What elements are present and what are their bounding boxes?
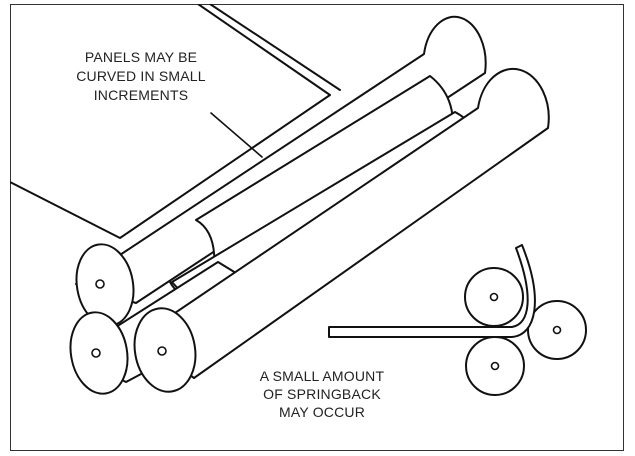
flat-panel-sheet — [10, 4, 331, 239]
panel-sheet-edge — [209, 4, 341, 91]
springback-line-3: MAY OCCUR — [279, 404, 365, 420]
panels-line-1: PANELS MAY BE — [85, 49, 197, 65]
bent-strip — [328, 244, 536, 338]
panels-line-2: CURVED IN SMALL — [76, 68, 206, 84]
springback-schematic — [328, 244, 587, 396]
panels-line-3: INCREMENTS — [94, 87, 189, 103]
springback-annotation: A SMALL AMOUNT OF SPRINGBACK MAY OCCUR — [260, 368, 385, 420]
panels-leader-line — [210, 112, 263, 158]
panels-annotation: PANELS MAY BE CURVED IN SMALL INCREMENTS — [76, 49, 206, 103]
springback-line-1: A SMALL AMOUNT — [260, 368, 385, 384]
top-roller — [75, 15, 487, 327]
springback-line-2: OF SPRINGBACK — [263, 386, 381, 402]
bottom-right-roller — [133, 67, 550, 393]
